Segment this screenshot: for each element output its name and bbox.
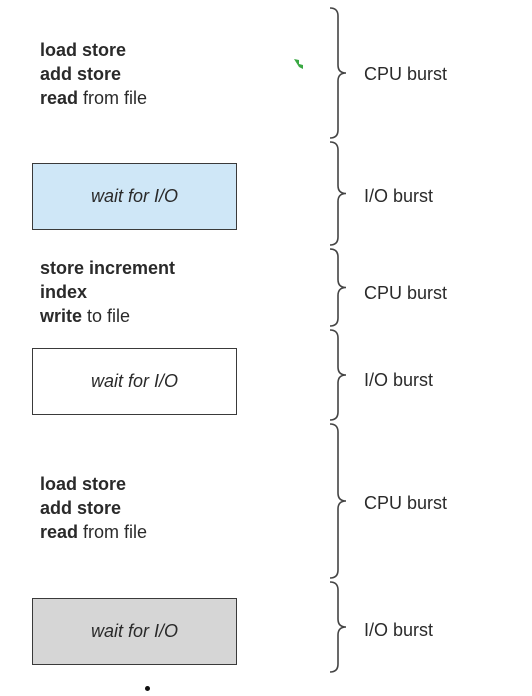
- code-line: add store: [40, 498, 122, 518]
- cursor-icon: [294, 59, 303, 69]
- io-burst-label-1: I/O burst: [364, 186, 434, 206]
- code-line: store increment: [40, 258, 176, 278]
- wait-for-io-box-2: wait for I/O: [32, 348, 237, 415]
- cpu-code-block-3: load store add store read from file: [40, 472, 147, 544]
- wait-for-io-box-3: wait for I/O: [32, 598, 237, 665]
- io-burst-label-2: I/O burst: [364, 370, 434, 390]
- brace-5: [329, 423, 347, 579]
- code-line: add store: [40, 64, 122, 84]
- code-line: load store: [40, 40, 127, 60]
- code-line: index: [40, 282, 88, 302]
- cpu-burst-label-2: CPU burst: [364, 283, 448, 303]
- code-line: load store: [40, 474, 127, 494]
- brace-3: [329, 248, 347, 327]
- continuation-dot: [145, 686, 150, 691]
- brace-6: [329, 581, 347, 673]
- wait-for-io-box-1: wait for I/O: [32, 163, 237, 230]
- code-line: write to file: [40, 306, 131, 326]
- code-line: read from file: [40, 88, 148, 108]
- cpu-code-block-2: store increment index write to file: [40, 256, 175, 328]
- io-burst-label-3: I/O burst: [364, 620, 434, 640]
- cpu-burst-label-1: CPU burst: [364, 64, 448, 84]
- brace-4: [329, 329, 347, 421]
- brace-1: [329, 7, 347, 139]
- code-line: read from file: [40, 522, 148, 542]
- brace-2: [329, 141, 347, 246]
- cpu-code-block-1: load store add store read from file: [40, 38, 147, 110]
- cpu-burst-label-3: CPU burst: [364, 493, 448, 513]
